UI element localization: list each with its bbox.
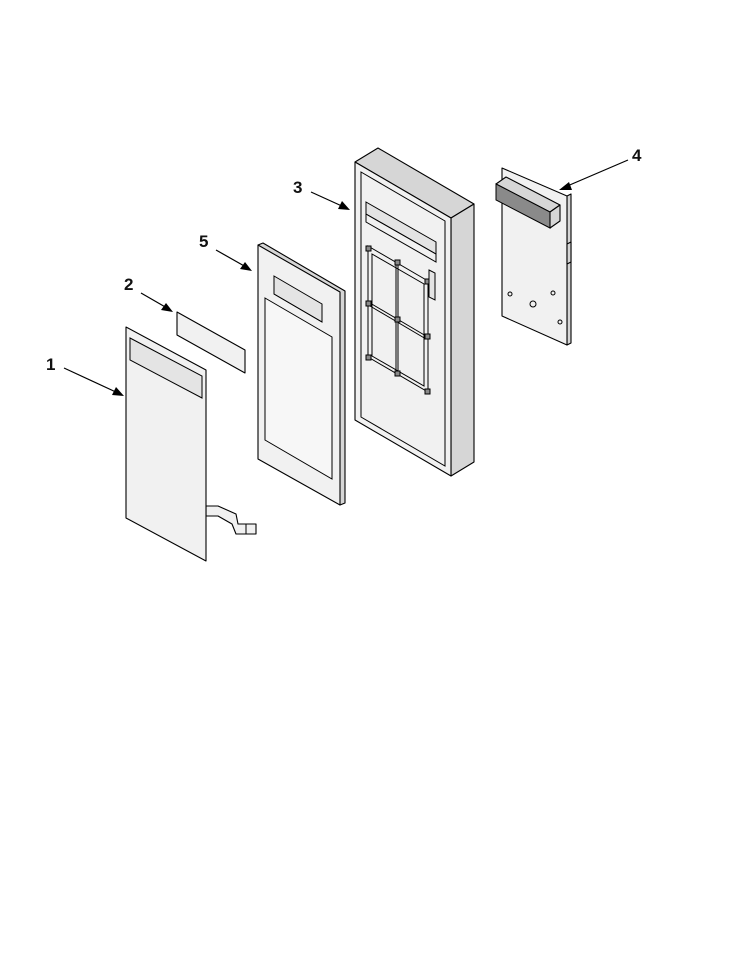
part-3-housing	[354, 147, 475, 477]
callout-2-number: 2	[124, 275, 133, 294]
part-4-mounting-hole	[550, 290, 556, 296]
part-3-latch-slot	[428, 269, 436, 301]
part-5-main-opening	[264, 297, 333, 480]
part-1-display-window	[129, 337, 203, 399]
callout-4: 4	[559, 146, 642, 190]
part-1-ribbon-cable	[205, 505, 257, 535]
callout-1-number: 1	[46, 355, 55, 374]
part-4-board-edge	[566, 193, 572, 346]
callout-1: 1	[46, 355, 124, 396]
part-2-display-lens	[176, 311, 246, 374]
callout-3: 3	[293, 178, 350, 210]
part-4-mounting-hole	[529, 300, 537, 308]
callout-5: 5	[199, 232, 252, 271]
part-3-side-face	[450, 203, 475, 477]
part-4-mounting-hole	[557, 319, 563, 325]
callout-2: 2	[124, 275, 173, 312]
part-5-frame	[257, 242, 346, 506]
callout-5-number: 5	[199, 232, 208, 251]
callout-3-number: 3	[293, 178, 302, 197]
part-4-mounting-hole	[507, 291, 513, 297]
part-2-lens	[176, 311, 246, 374]
part-3-keypad-grid	[365, 245, 431, 395]
callout-4-number: 4	[632, 146, 642, 165]
part-4-control-board	[495, 167, 572, 346]
part-1-membrane-overlay	[125, 326, 257, 562]
